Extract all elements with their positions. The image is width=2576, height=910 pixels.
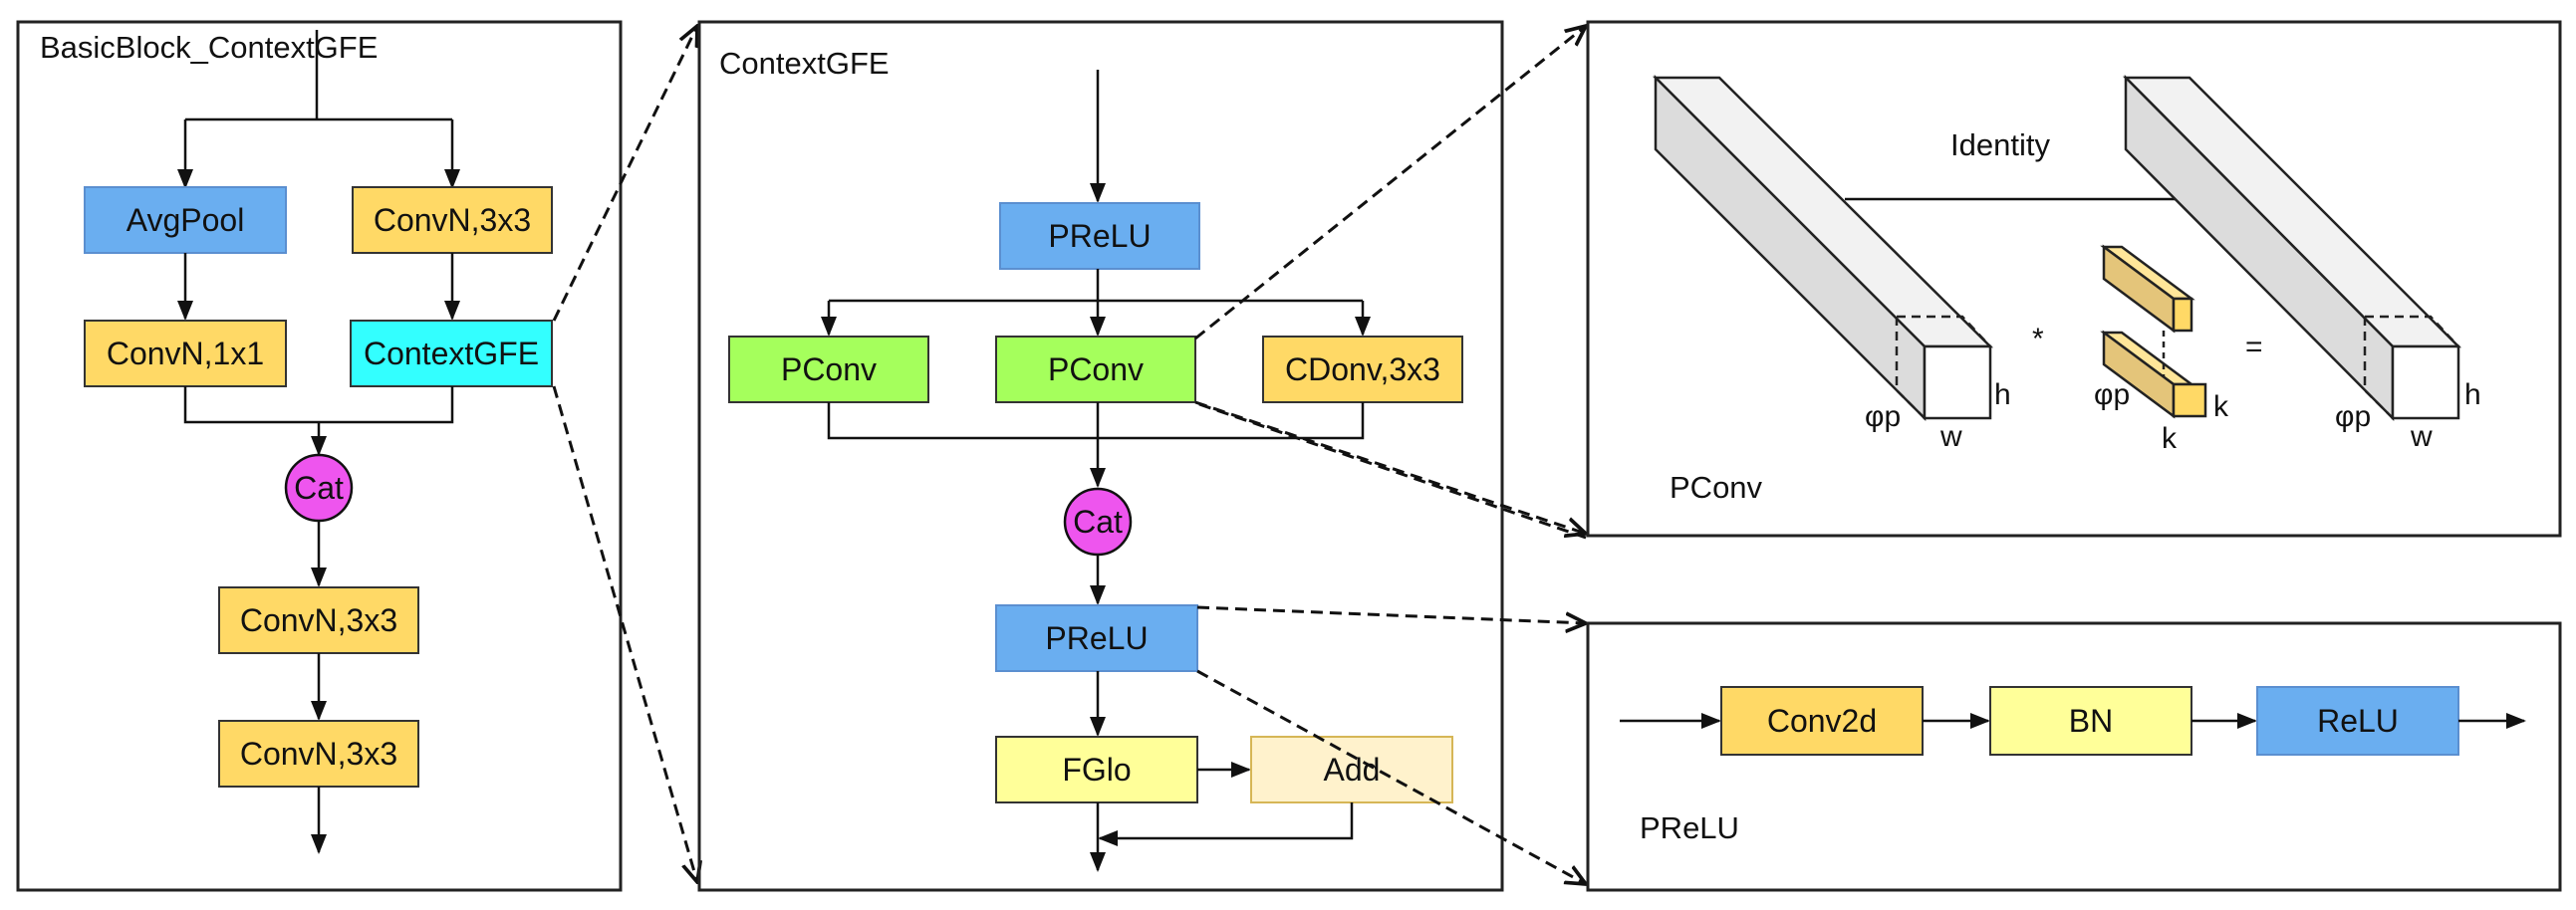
identity-label: Identity — [1950, 127, 2050, 162]
conv3x3-a-label: ConvN,3x3 — [240, 602, 397, 638]
kernel-cubes — [2100, 244, 2207, 419]
input-tensor-prism — [1652, 74, 1994, 422]
conv2d-node: Conv2d — [1720, 686, 1924, 756]
panel-pconv-title: PConv — [1670, 470, 1763, 505]
output-tensor-prism — [2122, 74, 2462, 422]
panel-prelu: PReLU Conv2d BN ReLU — [1586, 621, 2562, 892]
pconv-left-label: PConv — [781, 351, 877, 387]
contextgfe-label: ContextGFE — [364, 336, 539, 371]
conv2d-label: Conv2d — [1767, 703, 1877, 739]
conv3x3-b-node: ConvN,3x3 — [218, 720, 419, 788]
zoom-lines-context — [1194, 26, 1586, 884]
pconv-mid-node: PConv — [995, 336, 1196, 403]
zoom-lines-contextgfe — [552, 26, 697, 882]
panel-basicblock: BasicBlock_ContextGFE AvgPool ConvN,3x3 … — [16, 20, 623, 892]
add-node: Add — [1250, 736, 1453, 803]
bn-label: BN — [2069, 703, 2113, 739]
left-phi-label: φp — [1865, 400, 1901, 433]
contextgfe-node: ContextGFE — [350, 320, 553, 387]
cdonv-label: CDonv,3x3 — [1285, 351, 1440, 387]
cdonv-node: CDonv,3x3 — [1262, 336, 1463, 403]
conv1x1-node: ConvN,1x1 — [84, 320, 287, 387]
cat-node-context: Cat — [1063, 487, 1133, 557]
conv3x3-top-node: ConvN,3x3 — [352, 186, 553, 254]
kernel-k-bottom-label: k — [2162, 422, 2178, 455]
conv3x3-top-label: ConvN,3x3 — [374, 202, 531, 238]
panel-pconv: PConv h w φp Identity * = φp k — [1586, 20, 2562, 538]
panel-contextgfe: ContextGFE PReLU PConv PConv CDonv,3x3 C… — [697, 20, 1504, 892]
panel-prelu-title: PReLU — [1640, 810, 1739, 845]
avgpool-node: AvgPool — [84, 186, 287, 254]
multiply-symbol: * — [2032, 323, 2044, 355]
cat-node-basic: Cat — [284, 453, 354, 523]
right-w-label: w — [2410, 420, 2433, 453]
pconv-mid-label: PConv — [1048, 351, 1144, 387]
prelu-top-label: PReLU — [1048, 218, 1151, 254]
right-phi-label: φp — [2335, 400, 2371, 433]
panel-basicblock-title: BasicBlock_ContextGFE — [40, 30, 378, 65]
panel-contextgfe-title: ContextGFE — [719, 46, 890, 81]
avgpool-label: AvgPool — [127, 202, 245, 238]
relu-label: ReLU — [2317, 703, 2399, 739]
left-h-label: h — [1994, 378, 2011, 411]
cat-basic-label: Cat — [294, 470, 344, 506]
left-w-label: w — [1939, 420, 1962, 453]
conv3x3-a-node: ConvN,3x3 — [218, 586, 419, 654]
prelu-mid-node: PReLU — [995, 604, 1198, 672]
conv1x1-label: ConvN,1x1 — [107, 336, 264, 371]
bn-node: BN — [1989, 686, 2192, 756]
prelu-top-node: PReLU — [999, 202, 1200, 270]
fglo-node: FGlo — [995, 736, 1198, 803]
kernel-phi-label: φp — [2094, 378, 2130, 411]
pconv-left-node: PConv — [728, 336, 929, 403]
cat-context-label: Cat — [1073, 504, 1123, 540]
prelu-mid-label: PReLU — [1045, 620, 1148, 656]
conv3x3-b-label: ConvN,3x3 — [240, 736, 397, 772]
fglo-label: FGlo — [1062, 752, 1131, 788]
kernel-k-side-label: k — [2213, 390, 2229, 423]
add-label: Add — [1324, 752, 1381, 788]
relu-node: ReLU — [2256, 686, 2459, 756]
equals-symbol: = — [2245, 331, 2263, 363]
right-h-label: h — [2464, 378, 2481, 411]
